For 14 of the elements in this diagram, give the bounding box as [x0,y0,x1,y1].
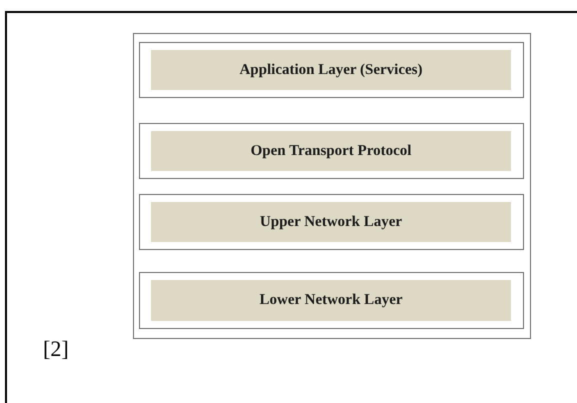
layer-label: Application Layer (Services) [239,60,423,80]
reference-number: [2] [43,338,69,360]
layer-frame [139,123,524,179]
layer-band [151,131,511,171]
layer-label: Open Transport Protocol [250,142,412,161]
layer-band [151,280,511,321]
layer-band [151,50,511,90]
layer-label: Lower Network Layer [259,291,403,310]
layer-frame [139,194,524,250]
stack-frame [133,33,531,339]
layer-frame [139,42,524,98]
layer-label: Upper Network Layer [260,212,402,232]
layer-frame [139,272,524,329]
layer-band [151,202,511,242]
